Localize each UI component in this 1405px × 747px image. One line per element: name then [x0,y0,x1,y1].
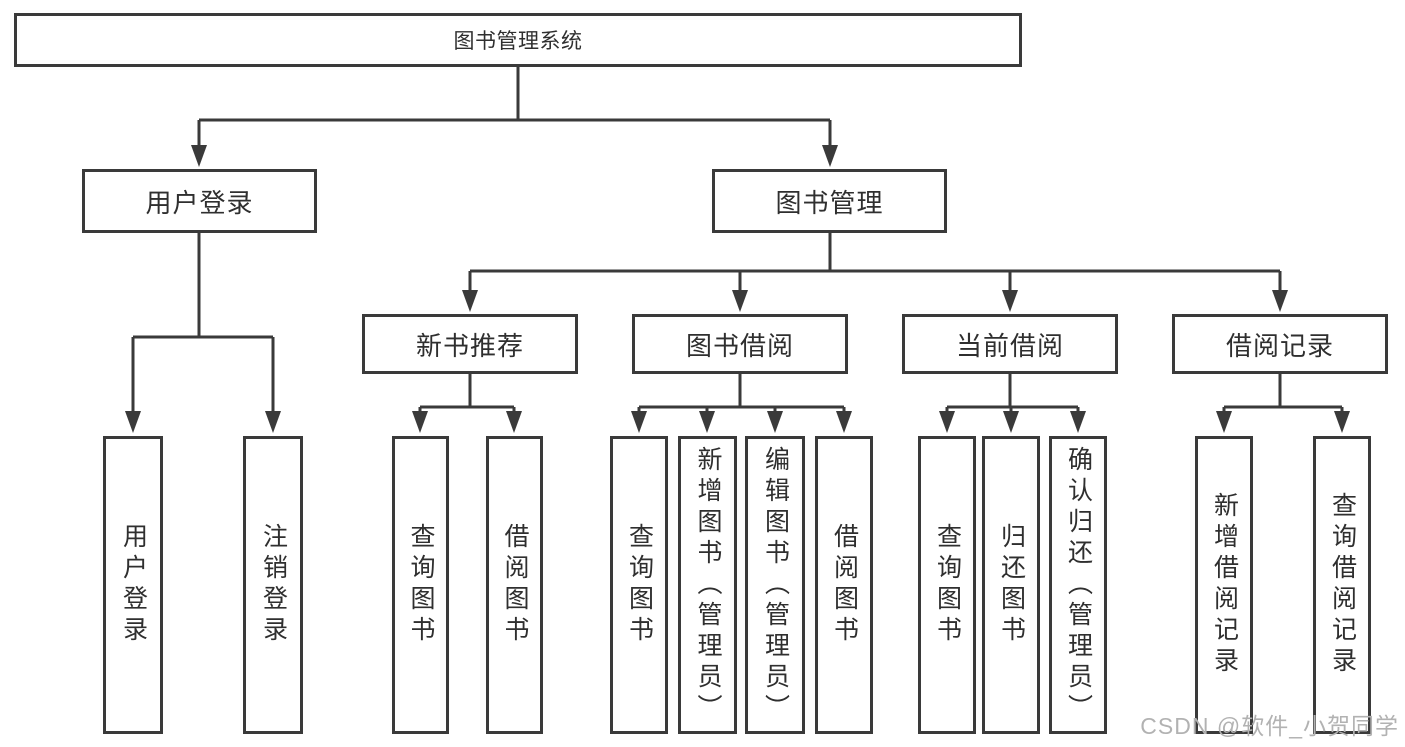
node-leaf-borrow-books-recommend: 借阅图书 [486,436,543,734]
node-label: 借阅图书 [830,523,859,647]
node-user-login: 用户登录 [82,169,317,233]
node-label: 确认归还（管理员） [1064,445,1093,725]
node-label: 新增图书（管理员） [694,445,722,725]
node-book-borrowing: 图书借阅 [632,314,848,374]
node-label: 查询图书 [625,523,654,647]
node-leaf-confirm-return-admin: 确认归还（管理员） [1049,436,1107,734]
node-label: 图书借阅 [685,330,794,361]
node-new-book-recommendation: 新书推荐 [362,314,578,374]
node-label: 查询借阅记录 [1328,492,1357,678]
node-label: 查询图书 [933,523,962,647]
node-label: 借阅图书 [501,523,529,647]
node-leaf-return-books: 归还图书 [982,436,1040,734]
csdn-watermark: CSDN @软件_小贺同学 [1140,713,1399,739]
node-label: 编辑图书（管理员） [761,445,790,725]
connector-book-management-to-level2 [462,233,1288,312]
node-leaf-query-books-recommend: 查询图书 [392,436,449,734]
node-leaf-user-login: 用户登录 [103,436,163,734]
connector-book-borrowing-to-leaves [631,374,852,433]
node-label: 当前借阅 [955,330,1064,361]
node-leaf-edit-books-admin: 编辑图书（管理员） [745,436,805,734]
node-label: 新书推荐 [415,330,524,361]
node-leaf-add-books-admin: 新增图书（管理员） [678,436,737,734]
node-current-borrowing: 当前借阅 [902,314,1118,374]
node-borrow-records: 借阅记录 [1172,314,1388,374]
node-leaf-query-books-borrow: 查询图书 [610,436,668,734]
node-leaf-query-books-current: 查询图书 [918,436,976,734]
node-label: 注销登录 [259,523,288,647]
connector-new-book-recommendation-to-leaves [412,374,522,433]
node-label: 查询图书 [407,523,435,647]
node-label: 归还图书 [997,523,1026,647]
node-label: 新增借阅记录 [1210,492,1239,678]
node-book-management: 图书管理 [712,169,947,233]
node-label: 用户登录 [119,523,148,647]
connector-user-login-to-leaves [125,233,281,433]
node-library-management-system: 图书管理系统 [14,13,1022,67]
node-leaf-borrow-books: 借阅图书 [815,436,873,734]
node-leaf-add-borrow-record: 新增借阅记录 [1195,436,1253,734]
node-leaf-logout: 注销登录 [243,436,303,734]
connector-root-to-level1 [191,67,838,167]
node-leaf-query-borrow-record: 查询借阅记录 [1313,436,1371,734]
node-label: 图书管理 [775,187,884,218]
connector-current-borrowing-to-leaves [939,374,1086,433]
connector-borrow-records-to-leaves [1216,374,1350,433]
node-label: 借阅记录 [1225,330,1334,361]
node-label: 用户登录 [145,187,254,218]
node-label: 图书管理系统 [453,30,583,53]
